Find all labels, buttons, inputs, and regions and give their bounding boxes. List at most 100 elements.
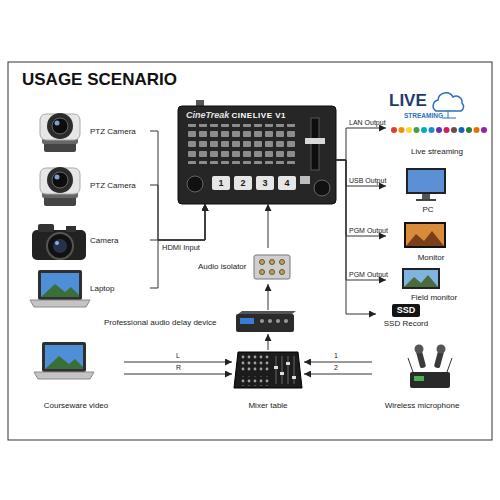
mixer-icon bbox=[234, 352, 302, 388]
wireless-microphone-icon bbox=[437, 345, 446, 354]
signal-connector bbox=[150, 204, 205, 288]
connector-group bbox=[124, 128, 386, 374]
mixer-icon bbox=[274, 366, 278, 369]
connector-label: PGM Output bbox=[349, 271, 388, 279]
laptop-icon bbox=[30, 270, 90, 307]
camera-icon bbox=[53, 239, 67, 253]
signal-connector bbox=[336, 160, 386, 186]
device-label: Camera bbox=[90, 236, 118, 245]
live-streaming-logo bbox=[391, 127, 397, 133]
audio-delay-icon bbox=[240, 318, 254, 324]
camera-icon bbox=[55, 241, 59, 245]
live-streaming-logo bbox=[459, 127, 465, 133]
live-streaming-logo bbox=[442, 118, 456, 119]
signal-connector bbox=[304, 374, 372, 375]
mixer-icon bbox=[286, 362, 290, 365]
output-device: PC bbox=[386, 166, 470, 214]
audio-delay-icon bbox=[236, 311, 296, 332]
camera-icon bbox=[32, 224, 86, 260]
connector-label: 2 bbox=[334, 364, 338, 372]
switcher-device bbox=[212, 176, 230, 190]
signal-connector bbox=[124, 362, 232, 363]
audio-isolator-icon bbox=[270, 270, 275, 275]
wireless-microphone-icon bbox=[447, 358, 452, 372]
connector-label: USB Output bbox=[349, 177, 386, 185]
live-streaming-logo bbox=[474, 127, 480, 133]
camera-icon bbox=[32, 230, 86, 260]
audio-isolator-icon bbox=[260, 270, 265, 275]
monitor-icon bbox=[404, 222, 446, 248]
audio-isolator-icon bbox=[254, 255, 290, 279]
frame-border bbox=[8, 62, 492, 440]
live-streaming-logo bbox=[448, 111, 449, 118]
camera-icon bbox=[47, 233, 73, 259]
mixer-icon bbox=[234, 352, 302, 388]
mixer-icon bbox=[240, 376, 270, 386]
wireless-microphone-icon bbox=[415, 345, 424, 354]
live-streaming-logo bbox=[444, 127, 450, 133]
audio-device: Mixer table bbox=[232, 350, 304, 410]
signal-connector bbox=[336, 160, 386, 280]
button-number: 3 bbox=[256, 176, 274, 190]
mixer-icon bbox=[276, 356, 277, 384]
device-label: Wireless microphone bbox=[385, 401, 460, 410]
mixer-icon bbox=[240, 355, 270, 373]
switcher-box: CineTreakCINELIVE V1 bbox=[178, 106, 336, 204]
signal-connector bbox=[336, 128, 386, 160]
wireless-microphone-icon bbox=[414, 376, 424, 381]
audio-delay-icon bbox=[236, 314, 294, 332]
signal-connector bbox=[150, 204, 205, 240]
device-label: PTZ Camera bbox=[90, 127, 136, 136]
source-device: PTZ Camera bbox=[28, 162, 150, 208]
source-device: Courseware video bbox=[28, 340, 124, 410]
camera-icon bbox=[38, 224, 54, 232]
device-label: Laptop bbox=[90, 284, 114, 293]
signal-connector bbox=[304, 362, 372, 363]
button-number: 2 bbox=[234, 176, 252, 190]
pc-icon bbox=[422, 194, 430, 199]
live-streaming-logo bbox=[451, 127, 457, 133]
audio-isolator-icon bbox=[280, 270, 285, 275]
mixer-icon bbox=[280, 372, 284, 375]
camera-icon bbox=[66, 226, 76, 232]
button-number: 4 bbox=[278, 176, 296, 190]
signal-connector bbox=[150, 185, 205, 240]
pc-icon bbox=[406, 168, 446, 194]
monitor-icon bbox=[404, 222, 446, 248]
pc-icon bbox=[406, 168, 446, 201]
switcher-device bbox=[188, 124, 298, 164]
ssd-badge: SSD bbox=[392, 304, 421, 317]
pc-icon bbox=[416, 199, 436, 201]
switcher-device bbox=[305, 138, 325, 144]
laptop-icon bbox=[34, 342, 94, 379]
device-label: Monitor bbox=[418, 253, 445, 262]
field-monitor-icon bbox=[402, 268, 440, 289]
field-monitor-icon bbox=[404, 275, 438, 287]
field-monitor-icon bbox=[402, 268, 440, 289]
switcher-device bbox=[178, 100, 336, 204]
connector-label: LAN Output bbox=[349, 119, 386, 127]
audio-delay-icon bbox=[276, 319, 280, 323]
signal-connector bbox=[336, 160, 386, 236]
connector-label: PGM Output bbox=[349, 227, 388, 235]
source-device: Laptop bbox=[28, 270, 150, 306]
live-streaming-logo bbox=[414, 127, 420, 133]
output-device: Monitor bbox=[386, 220, 476, 262]
device-label: SSD Record bbox=[384, 319, 428, 328]
monitor-icon bbox=[406, 231, 444, 246]
audio-delay-icon bbox=[238, 311, 296, 314]
switcher-device bbox=[187, 176, 203, 192]
switcher-device bbox=[314, 180, 330, 196]
output-device: Field monitor bbox=[386, 266, 482, 302]
audio-delay-icon bbox=[260, 319, 264, 323]
device-label: PTZ Camera bbox=[90, 181, 136, 190]
audio-delay-icon bbox=[284, 319, 288, 323]
signal-connector bbox=[124, 374, 232, 375]
ptz-camera-icon bbox=[40, 167, 80, 206]
pc-icon bbox=[408, 170, 444, 192]
live-streaming-logo bbox=[481, 127, 487, 133]
connector-label: R bbox=[176, 364, 181, 372]
brand-name: CineTreak bbox=[186, 111, 229, 120]
